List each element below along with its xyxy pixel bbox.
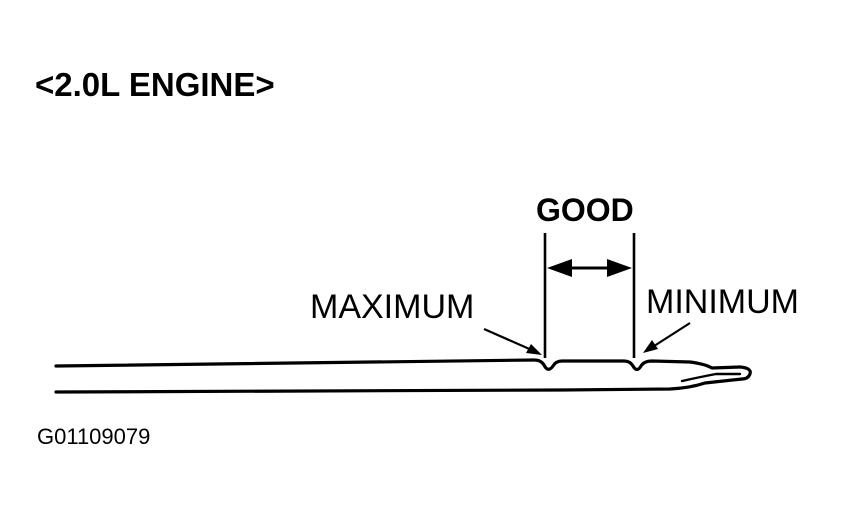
dipstick-tip-fold <box>680 372 742 383</box>
minimum-mark-label: MINIMUM <box>646 283 799 321</box>
good-range-arrowhead-right <box>607 259 632 277</box>
maximum-leader-line <box>483 327 535 353</box>
good-range-arrowhead-left <box>547 259 572 277</box>
minimum-leader-arrowhead <box>643 340 658 353</box>
minimum-leader-line <box>650 322 691 349</box>
maximum-mark-label: MAXIMUM <box>310 288 475 326</box>
figure-id: G01109079 <box>37 424 151 449</box>
dipstick-top-edge <box>54 358 742 372</box>
dipstick-tip <box>738 365 752 381</box>
good-range-label: GOOD <box>536 192 634 228</box>
maximum-leader-arrowhead <box>526 344 542 355</box>
dipstick-bottom-edge <box>54 377 744 394</box>
diagram-title: <2.0L ENGINE> <box>35 66 275 103</box>
